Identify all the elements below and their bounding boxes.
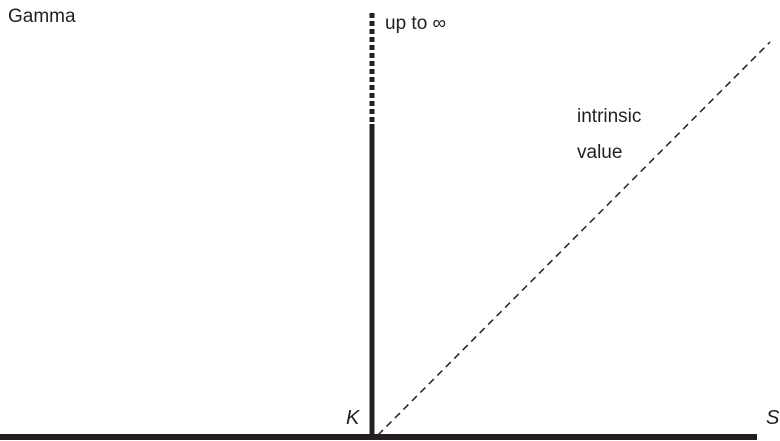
x-axis-label: S [766, 407, 780, 429]
strike-label: K [346, 407, 361, 429]
intrinsic-label-line2: value [577, 142, 622, 163]
y-axis-label: Gamma [8, 6, 76, 27]
spike-note-label: up to ∞ [385, 13, 446, 34]
intrinsic-value-line [377, 41, 771, 436]
intrinsic-label-line1: intrinsic [577, 106, 641, 127]
